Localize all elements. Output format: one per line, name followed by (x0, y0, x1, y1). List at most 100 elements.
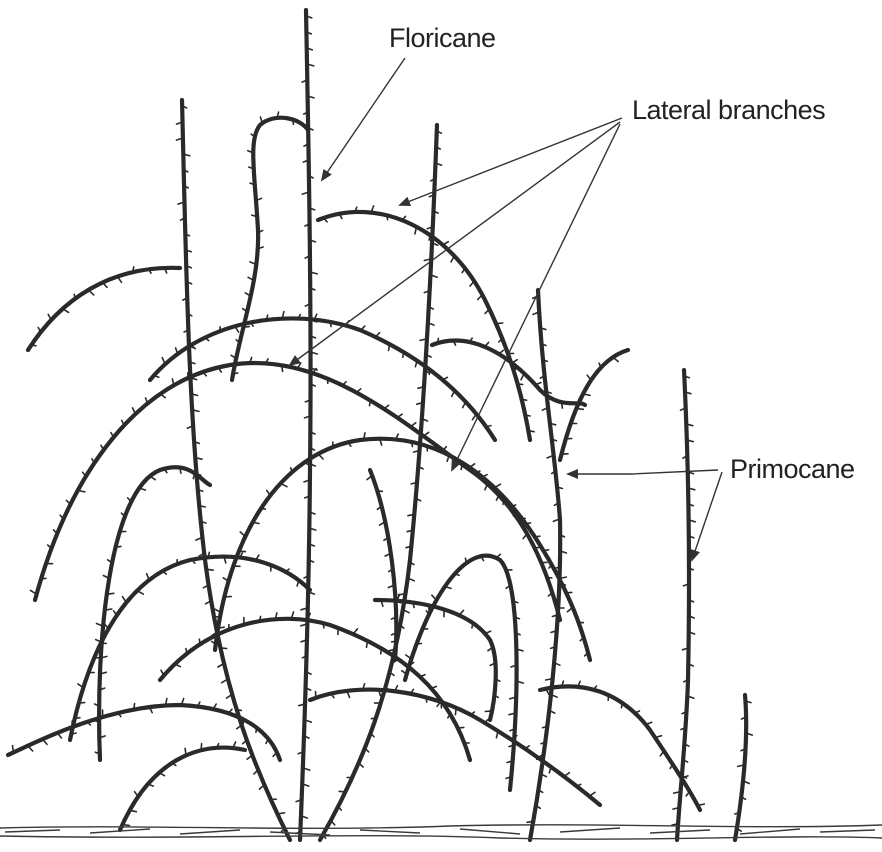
thorn (71, 733, 76, 734)
thorn (261, 509, 266, 510)
lower-center-arch (160, 619, 470, 760)
thorn (526, 523, 531, 524)
thorn (134, 704, 135, 710)
thorn (266, 739, 268, 744)
thorn (31, 345, 36, 346)
right-inner-arch (405, 556, 517, 790)
primocane-label: Primocane (730, 454, 855, 484)
canes-group (8, 10, 746, 840)
thorn (443, 377, 448, 380)
thorn (339, 791, 345, 792)
thorn (185, 748, 186, 755)
left-arc-branch (28, 268, 180, 350)
thorn (237, 710, 242, 711)
low-arch-far-left (120, 748, 245, 830)
thorn (323, 623, 324, 628)
thorn (243, 327, 249, 328)
ground-line (0, 825, 882, 839)
right-lower-arch (540, 686, 700, 810)
thorn (429, 235, 430, 240)
thorn (199, 639, 200, 644)
thorn (485, 711, 492, 712)
thorn (13, 746, 14, 753)
thorn (293, 120, 294, 125)
thorn (426, 697, 427, 702)
thorn (525, 415, 530, 416)
thorn (436, 446, 437, 451)
label-leader-lines (290, 58, 722, 560)
thorn (387, 215, 388, 219)
thorn (461, 464, 462, 469)
thorn (116, 546, 121, 547)
thorn (546, 396, 547, 401)
lateral-leader-2 (290, 122, 620, 365)
thorn (377, 491, 382, 492)
mid-lower-arch (70, 557, 310, 740)
thorn (220, 327, 221, 332)
lower-wide-arch (310, 690, 600, 805)
thorn (218, 627, 224, 628)
thorn (486, 426, 491, 427)
thorn (206, 569, 213, 570)
thorn (75, 718, 80, 719)
thorn (535, 536, 540, 537)
thorn (472, 623, 473, 628)
thorn (74, 294, 75, 298)
thorn (518, 384, 523, 385)
thorn (429, 605, 430, 612)
thorn (111, 433, 114, 438)
thorn (389, 344, 390, 350)
thorn (367, 641, 368, 647)
thorn (282, 365, 283, 371)
thorn (543, 550, 548, 551)
thorn (370, 401, 371, 406)
thorn (38, 328, 41, 333)
primocane-leader-2 (692, 472, 722, 560)
thorn (427, 446, 428, 451)
thorn (465, 558, 466, 563)
floricane-leader (322, 58, 405, 180)
thorn (394, 657, 395, 662)
thorn (392, 641, 397, 642)
lateral-branches-label: Lateral branches (632, 95, 825, 125)
thorn (535, 547, 541, 548)
floricane-label: Floricane (389, 23, 496, 53)
thorn (41, 578, 46, 579)
inner-curve-cane (370, 470, 396, 660)
lateral-leader-3 (452, 124, 620, 470)
thorn (576, 409, 583, 410)
thorn (122, 825, 129, 826)
thorn (381, 649, 382, 654)
thorn (527, 821, 533, 822)
loop-cane (232, 118, 308, 380)
floricane-stem (300, 10, 311, 840)
thorn (455, 708, 456, 715)
thorn (234, 358, 235, 365)
thorn (429, 370, 430, 374)
left-tall-cane (182, 100, 290, 840)
thorn (214, 617, 221, 618)
thorn (133, 267, 134, 272)
thorn (537, 758, 543, 759)
thorn (403, 352, 404, 357)
thorn (371, 718, 376, 719)
thorn (496, 323, 503, 324)
thorn (562, 402, 563, 408)
thorn (256, 728, 257, 733)
thorn (220, 648, 226, 649)
primocane-leader-1 (568, 470, 718, 474)
thorn (107, 593, 114, 594)
thorn (201, 744, 202, 751)
thorn (513, 369, 518, 370)
right-tall-cane (320, 125, 437, 840)
thorn (438, 338, 439, 343)
thorn (411, 442, 412, 447)
short-right-cane (735, 695, 746, 840)
thorn (462, 268, 465, 273)
thorn (522, 399, 527, 400)
thorn (458, 727, 464, 728)
thorn (621, 703, 622, 708)
lateral-leader-1 (400, 118, 622, 205)
thorn (330, 322, 331, 327)
